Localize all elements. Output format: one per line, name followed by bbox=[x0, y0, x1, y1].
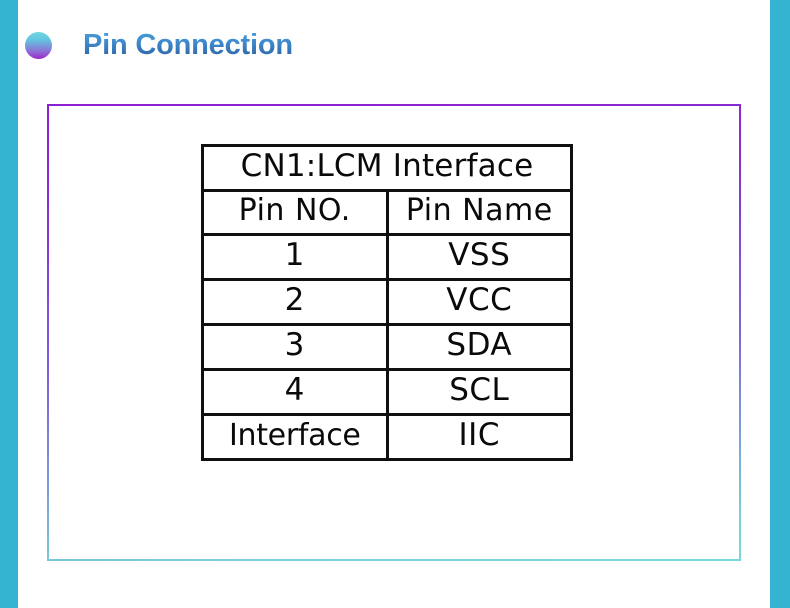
table-title-cell: CN1:LCM Interface bbox=[201, 144, 573, 192]
column-header-pin-name: Pin Name bbox=[385, 189, 573, 236]
page-title: Pin Connection bbox=[83, 28, 293, 61]
cell-pin-name: VCC bbox=[385, 278, 573, 326]
cell-pin-no: Interface bbox=[201, 413, 389, 461]
pin-connection-table-wrap: CN1:LCM Interface Pin NO. Pin Name 1 VSS… bbox=[201, 144, 573, 461]
column-header-pin-no: Pin NO. bbox=[201, 189, 389, 236]
cell-pin-name: IIC bbox=[385, 413, 573, 461]
pin-connection-table: CN1:LCM Interface Pin NO. Pin Name 1 VSS… bbox=[201, 144, 573, 461]
cell-pin-name: VSS bbox=[385, 233, 573, 281]
slide-canvas: Pin Connection CN1:LCM Interface Pin NO.… bbox=[18, 0, 770, 608]
content-frame: CN1:LCM Interface Pin NO. Pin Name 1 VSS… bbox=[47, 104, 741, 561]
cell-pin-no: 1 bbox=[201, 233, 389, 281]
left-accent-bar bbox=[0, 0, 18, 608]
table-row: 4 SCL bbox=[201, 368, 573, 416]
slide-title-row: Pin Connection bbox=[25, 24, 293, 66]
cell-pin-no: 3 bbox=[201, 323, 389, 371]
table-row: Interface IIC bbox=[201, 413, 573, 461]
table-row: 1 VSS bbox=[201, 233, 573, 281]
cell-pin-no: 2 bbox=[201, 278, 389, 326]
table-row: 2 VCC bbox=[201, 278, 573, 326]
cell-pin-no: 4 bbox=[201, 368, 389, 416]
cell-pin-name: SCL bbox=[385, 368, 573, 416]
right-accent-bar bbox=[770, 0, 790, 608]
table-header-span-row: CN1:LCM Interface bbox=[201, 144, 573, 192]
table-column-header-row: Pin NO. Pin Name bbox=[201, 189, 573, 236]
bullet-circle-icon bbox=[25, 31, 52, 59]
content-frame-inner: CN1:LCM Interface Pin NO. Pin Name 1 VSS… bbox=[49, 106, 739, 559]
table-row: 3 SDA bbox=[201, 323, 573, 371]
cell-pin-name: SDA bbox=[385, 323, 573, 371]
